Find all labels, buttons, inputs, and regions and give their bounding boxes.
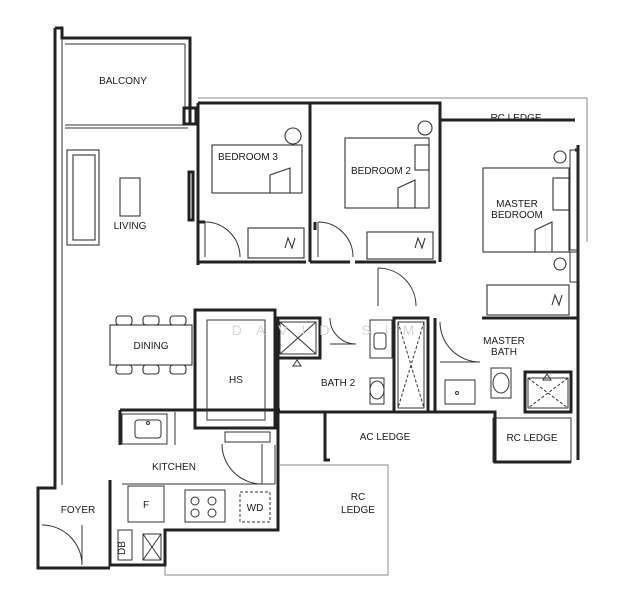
bed-icon	[344, 137, 430, 209]
master-bath: MASTER BATH	[433, 318, 573, 414]
washer-dryer-icon	[239, 491, 271, 523]
foyer-label: FOYER	[61, 505, 95, 516]
balcony-label: BALCONY	[99, 76, 147, 87]
db-label: DB	[117, 541, 128, 555]
shaft	[392, 316, 430, 414]
bedroom3-label: BEDROOM 3	[218, 152, 278, 163]
living-label: LIVING	[114, 221, 147, 232]
bedroom2-label: BEDROOM 2	[351, 166, 411, 177]
foyer: DB FOYER	[41, 505, 162, 566]
sofa-icon	[66, 149, 100, 246]
hs-label: HS	[229, 375, 243, 386]
master-bedroom: MASTER BEDROOM	[482, 149, 579, 320]
fridge-icon	[127, 485, 165, 523]
master-bath-label-1: MASTER	[483, 336, 525, 347]
kitchen-label: KITCHEN	[152, 462, 196, 473]
bed-icon	[211, 144, 303, 194]
dining-area: DINING	[109, 315, 193, 375]
dining-label: DINING	[134, 341, 169, 352]
db-box	[117, 529, 133, 561]
rc-ledge-right-label: RC LEDGE	[506, 433, 557, 444]
shower-icon	[527, 377, 569, 409]
bedroom-3: BEDROOM 3	[198, 103, 312, 264]
stove-icon	[184, 489, 226, 523]
sink-icon	[444, 379, 476, 405]
bedroom-2: BEDROOM 2	[310, 120, 442, 264]
rc-ledge-bottom-label-2: LEDGE	[341, 505, 375, 516]
bath-2: BATH 2	[276, 316, 393, 412]
sink-icon	[369, 319, 393, 359]
door-swing-icon	[377, 267, 417, 307]
household-shelter: HS	[193, 308, 277, 430]
master-bath-label-2: BATH	[491, 347, 517, 358]
balcony: BALCONY	[65, 43, 198, 129]
bath2-label: BATH 2	[321, 378, 356, 389]
rc-ledge-top-label: RC LEDGE	[490, 113, 541, 124]
living-area: LIVING	[66, 149, 195, 246]
shower-icon	[279, 321, 317, 355]
wardrobe-icon	[247, 227, 305, 259]
toilet-icon	[490, 367, 512, 399]
washer-dryer-label: WD	[247, 503, 264, 514]
watermark: DAVID SIM	[232, 322, 429, 338]
toilet-icon	[369, 377, 385, 405]
sink-icon	[121, 413, 168, 445]
wardrobe-icon	[486, 284, 570, 316]
wardrobe-icon	[366, 231, 434, 260]
exterior-walls	[36, 26, 580, 570]
rc-ledge-bottom-label-1: RC	[351, 492, 365, 503]
master-bedroom-label-2: BEDROOM	[491, 210, 543, 221]
kitchen: F WD KITCHEN	[121, 412, 276, 523]
coffee-table-icon	[119, 177, 141, 217]
master-bedroom-label-1: MASTER	[496, 199, 538, 210]
door-swing-icon	[204, 221, 241, 258]
fridge-label: F	[143, 500, 149, 511]
ac-ledge-label: AC LEDGE	[360, 432, 411, 443]
